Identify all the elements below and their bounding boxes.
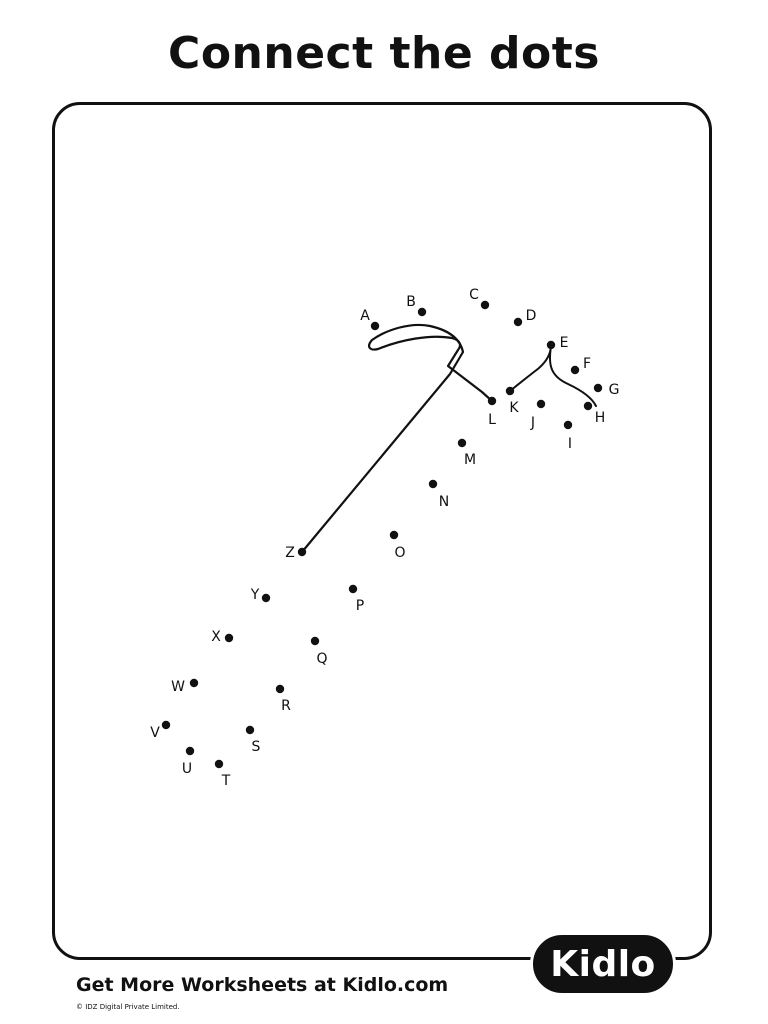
dot-m	[457, 438, 467, 448]
dot-g	[593, 383, 603, 393]
shovel-grip-left	[509, 344, 552, 392]
dot-w	[189, 678, 199, 688]
dot-label-j: J	[530, 415, 535, 431]
dot-i	[563, 420, 573, 430]
dots-layer: A B C D EF GH I JKL M N O P Q R S T U V W X Y Z	[150, 287, 619, 789]
dot-label-e: E	[560, 335, 569, 351]
dot-label-z: Z	[285, 545, 295, 561]
dot-l	[487, 396, 497, 406]
dot-label-r: R	[281, 698, 291, 714]
dot-d	[513, 317, 523, 327]
dot-n	[428, 479, 438, 489]
partial-drawing-lines	[300, 323, 597, 554]
shovel-blade-outline	[300, 323, 494, 554]
dot-c	[480, 300, 490, 310]
dot-label-u: U	[182, 761, 192, 777]
dot-x	[224, 633, 234, 643]
dot-r	[275, 684, 285, 694]
dot-label-w: W	[171, 679, 185, 695]
dot-label-d: D	[526, 308, 537, 324]
dot-b	[417, 307, 427, 317]
kidlo-logo: Kidlo	[530, 932, 676, 996]
dot-label-h: H	[595, 410, 606, 426]
dot-label-v: V	[150, 725, 160, 741]
dot-label-o: O	[394, 545, 405, 561]
dot-f	[570, 365, 580, 375]
logo-text: Kidlo	[550, 943, 656, 985]
dot-z	[297, 547, 307, 557]
dot-label-l: L	[488, 412, 496, 428]
dot-label-g: G	[609, 382, 620, 398]
footer-text: Get More Worksheets at Kidlo.com	[76, 974, 449, 996]
dot-label-t: T	[221, 773, 231, 789]
dot-s	[245, 725, 255, 735]
dot-label-p: P	[356, 598, 364, 614]
dot-o	[389, 530, 399, 540]
page-title: Connect the dots	[168, 28, 600, 79]
dot-label-q: Q	[316, 651, 327, 667]
dot-v	[161, 720, 171, 730]
copyright-text: © IDZ Digital Private Limited.	[76, 1003, 180, 1011]
dot-label-f: F	[583, 356, 591, 372]
dot-label-c: C	[469, 287, 479, 303]
dot-h	[583, 401, 593, 411]
dot-label-y: Y	[250, 587, 260, 603]
dot-a	[370, 321, 380, 331]
dot-label-b: B	[406, 294, 416, 310]
dot-t	[214, 759, 224, 769]
dot-label-i: I	[568, 436, 572, 452]
dot-e	[546, 340, 556, 350]
dot-label-a: A	[360, 308, 370, 324]
dot-label-m: M	[464, 452, 476, 468]
dot-u	[185, 746, 195, 756]
dot-label-n: N	[439, 494, 449, 510]
dot-label-s: S	[252, 739, 261, 755]
shovel-grip-right	[549, 344, 597, 407]
dot-label-k: K	[509, 400, 519, 416]
dot-y	[261, 593, 271, 603]
dot-p	[348, 584, 358, 594]
dot-q	[310, 636, 320, 646]
dot-k	[505, 386, 515, 396]
dot-label-x: X	[211, 629, 221, 645]
dot-j	[536, 399, 546, 409]
worksheet-frame	[52, 102, 712, 960]
